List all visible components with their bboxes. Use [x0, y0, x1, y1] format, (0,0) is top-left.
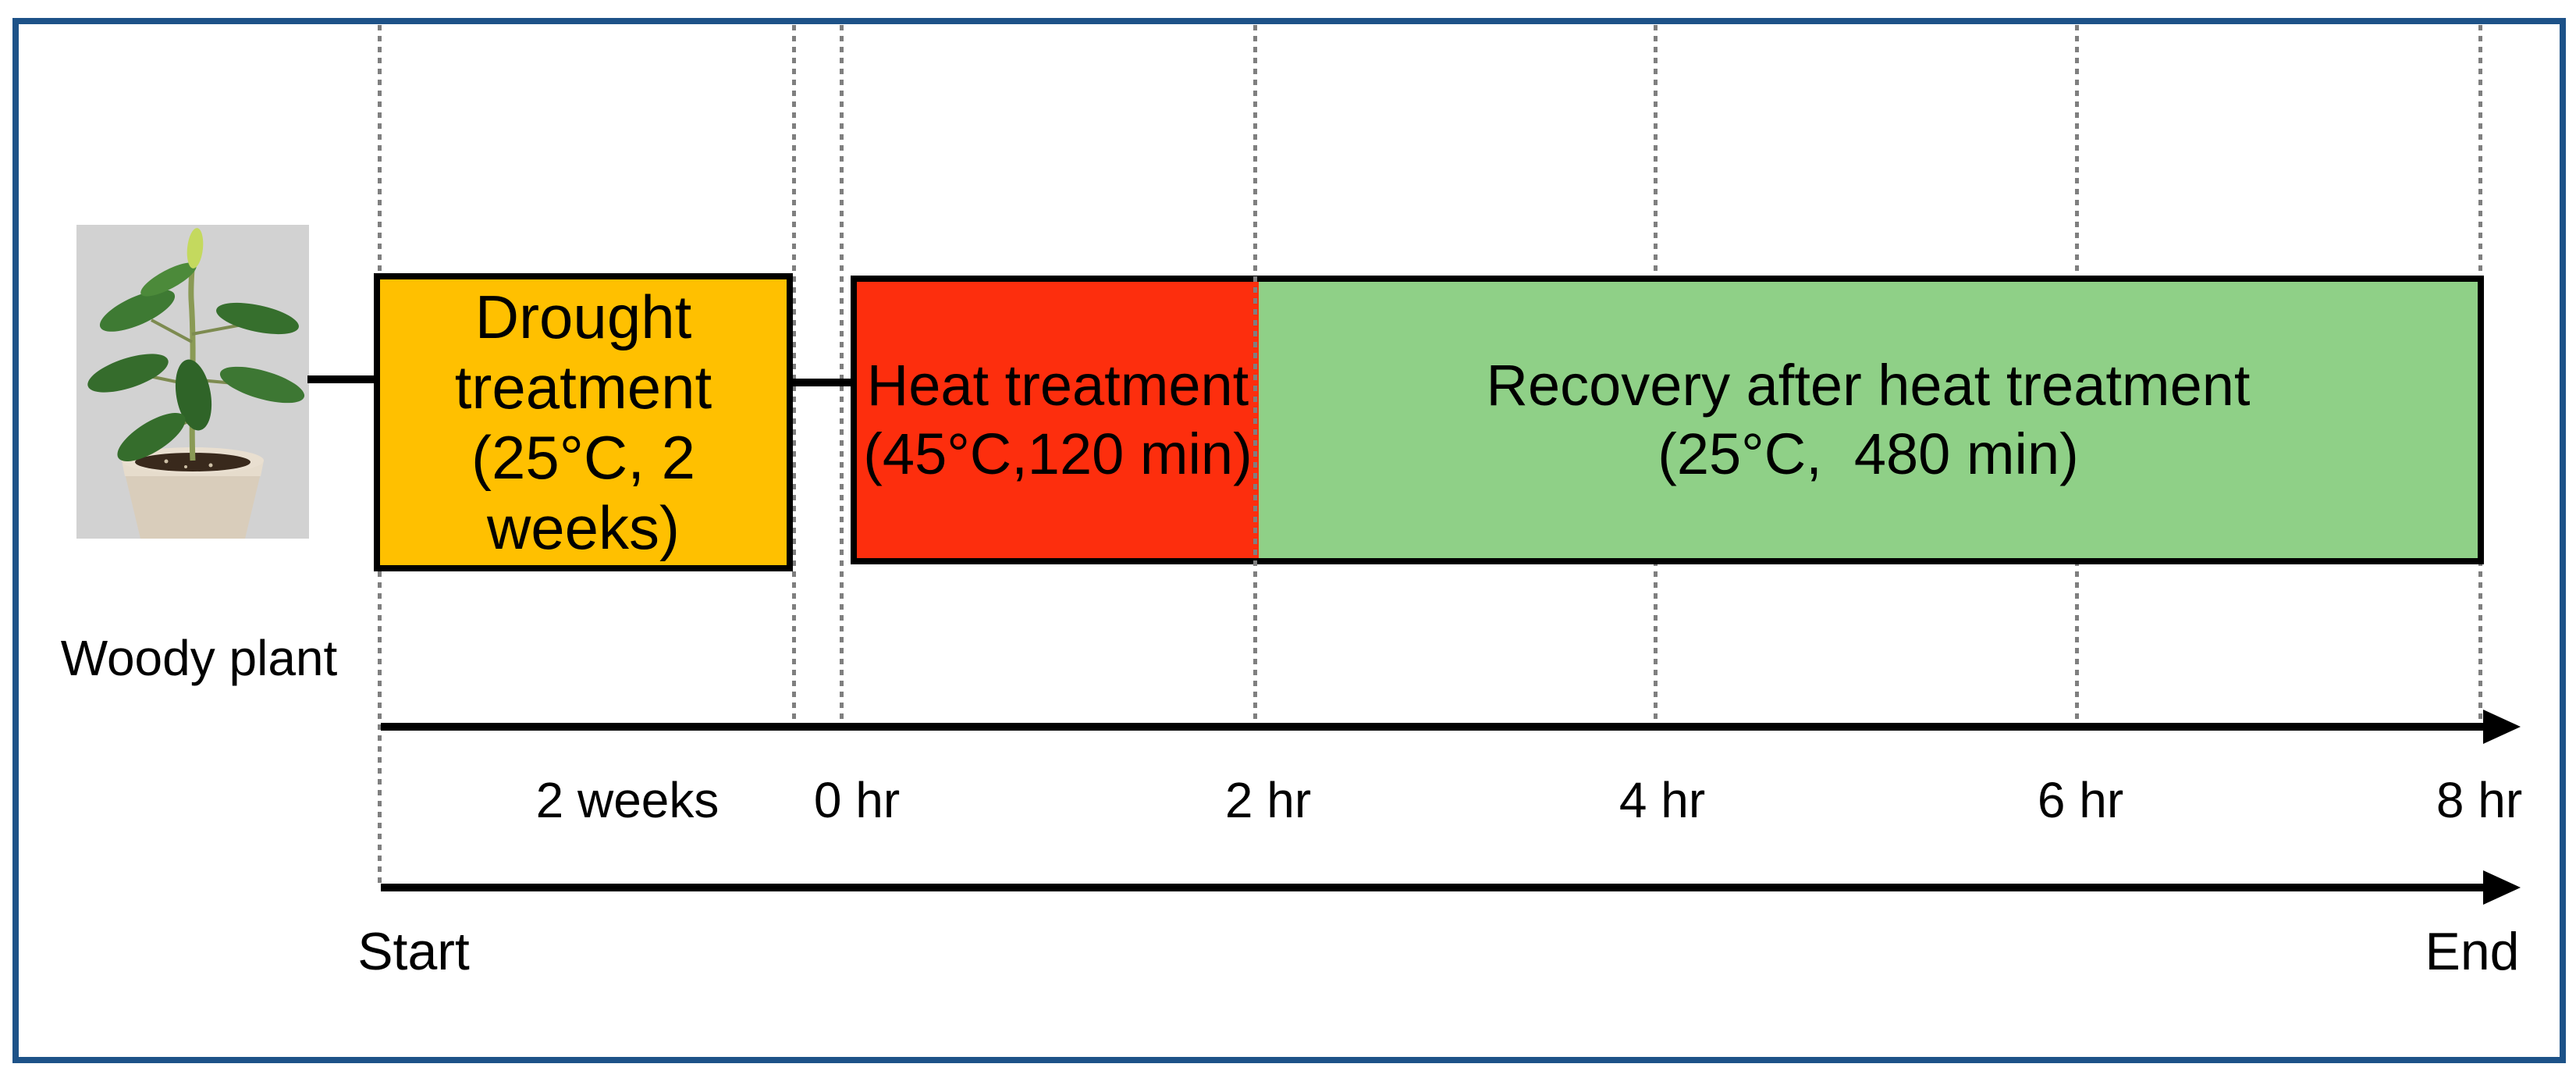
leaf — [140, 262, 197, 297]
leaf — [175, 359, 212, 431]
recovery-box: Recovery after heat treatment (25°C, 480… — [1259, 282, 2478, 558]
guide-line-2hr — [1253, 25, 1257, 724]
tick-0hr: 0 hr — [813, 772, 901, 828]
soil-speck — [208, 463, 213, 468]
connector-plant-to-drought — [307, 375, 376, 383]
branch — [191, 323, 243, 336]
drought-line1: Drought — [474, 283, 692, 351]
timeline-arrow-overall-head — [2483, 870, 2521, 905]
heat-recovery-strip: Heat treatment (45°C,120 min) Recovery a… — [851, 276, 2484, 564]
recovery-line1: Recovery after heat treatment — [1486, 353, 2251, 418]
branch — [151, 318, 193, 343]
connector-drought-to-heat — [791, 379, 852, 386]
heat-line2: (45°C,120 min) — [863, 422, 1252, 486]
pot — [122, 461, 264, 539]
start-label: Start — [357, 922, 470, 981]
leaf — [99, 290, 176, 332]
young-leaf — [187, 228, 204, 269]
tick-2hr: 2 hr — [1224, 772, 1312, 828]
timeline-arrow-overall — [381, 884, 2488, 891]
tick-2weeks: 2 weeks — [535, 772, 720, 828]
tick-8hr: 8 hr — [2436, 772, 2523, 828]
end-label: End — [2425, 922, 2520, 981]
soil-speck — [184, 465, 187, 468]
drought-line2: treatment — [454, 353, 712, 422]
potted-plant-image — [76, 225, 309, 539]
heat-treatment-box: Heat treatment (45°C,120 min) — [857, 282, 1259, 558]
leaf — [117, 412, 186, 462]
drought-line3: (25°C, 2 weeks) — [471, 423, 695, 562]
leaf — [216, 302, 299, 335]
recovery-line2: (25°C, 480 min) — [1658, 422, 2079, 486]
guide-line-drought-end — [792, 25, 796, 724]
tick-6hr: 6 hr — [2037, 772, 2124, 828]
drought-treatment-box: Drought treatment (25°C, 2 weeks) — [374, 273, 793, 571]
tick-4hr: 4 hr — [1618, 772, 1706, 828]
guide-line-0hr — [840, 25, 844, 724]
plant-caption: Woody plant — [60, 630, 338, 686]
timeline-arrow-hours-head — [2483, 710, 2521, 744]
soil-speck — [164, 459, 169, 464]
soil — [135, 453, 250, 471]
timeline-arrow-hours — [381, 723, 2488, 731]
leaf — [219, 366, 305, 404]
leaf — [87, 354, 169, 393]
heat-line1: Heat treatment — [866, 353, 1249, 418]
